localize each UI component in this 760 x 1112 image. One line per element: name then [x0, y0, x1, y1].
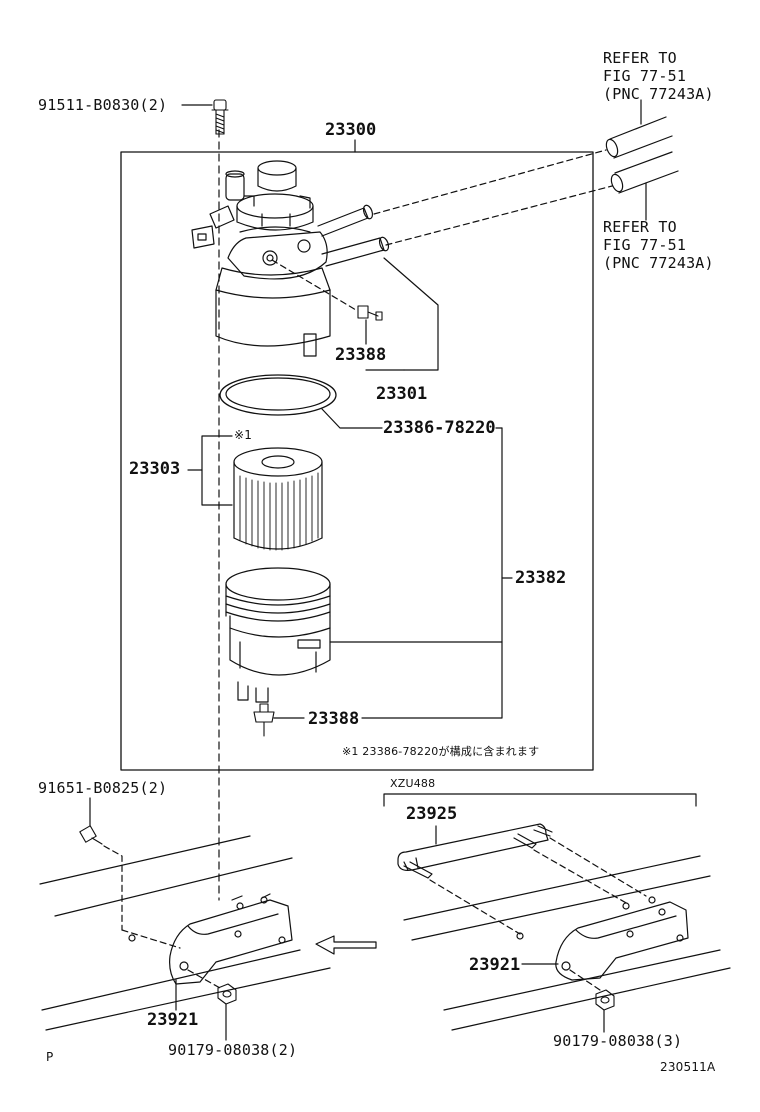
leader-23386	[321, 408, 383, 429]
label-90179-right: 90179-08038(3)	[553, 1032, 683, 1050]
label-page-code: P	[46, 1050, 54, 1064]
hose-upper	[605, 116, 673, 159]
label-23301: 23301	[376, 384, 428, 404]
nut-90179-left	[217, 983, 237, 1005]
dash-stud-a	[429, 879, 521, 935]
dash-stud-b	[533, 849, 629, 905]
label-90179-left: 90179-08038(2)	[168, 1041, 298, 1059]
frame-rail-right	[403, 855, 731, 1031]
bracket-23921-right	[516, 896, 689, 981]
bracket-23921-left	[128, 893, 293, 985]
filter-head-23301	[191, 160, 390, 357]
refer-top-line-1: REFER TO	[603, 49, 677, 67]
bolt-91511	[211, 99, 229, 135]
frame-rail-left	[39, 835, 331, 1031]
dash-bracket-nut-left	[187, 969, 221, 989]
label-91511: 91511-B0830(2)	[38, 96, 168, 114]
refer-bottom-line-2: FIG 77-51	[603, 236, 687, 254]
label-91651: 91651-B0825(2)	[38, 779, 168, 797]
bolt-91651	[79, 825, 103, 845]
label-figure-code: 230511A	[660, 1060, 716, 1074]
xzu-bracket	[383, 793, 697, 807]
label-23388-top: 23388	[335, 345, 387, 365]
plug-23388-top	[357, 305, 383, 321]
refer-top-line-3: (PNC 77243A)	[603, 85, 714, 103]
o-ring-23386	[219, 374, 337, 416]
bracket-23382	[361, 427, 503, 719]
filter-bowl-23382	[225, 567, 331, 703]
dash-stud-c	[549, 837, 647, 897]
dash-hose-lower	[385, 185, 613, 246]
refer-top-line-2: FIG 77-51	[603, 67, 687, 85]
dash-bracket-nut-right	[569, 969, 601, 991]
refer-bottom-line-3: (PNC 77243A)	[603, 254, 714, 272]
direction-arrow	[315, 935, 377, 955]
label-23386: 23386-78220	[383, 418, 496, 438]
refer-bottom-line-1: REFER TO	[603, 218, 677, 236]
label-note-mark: ※1	[234, 428, 253, 442]
dash-head-plug	[271, 259, 357, 311]
label-xzu488: XZU488	[390, 777, 436, 790]
label-23925: 23925	[406, 804, 458, 824]
label-23300: 23300	[325, 120, 377, 140]
label-23921-left: 23921	[147, 1010, 199, 1030]
label-23388-bottom: 23388	[308, 709, 360, 729]
label-23382: 23382	[515, 568, 567, 588]
hose-lower	[610, 151, 679, 194]
nut-90179-right	[595, 989, 615, 1011]
dash-hose-upper	[373, 149, 607, 215]
label-23921-right: 23921	[469, 955, 521, 975]
plug-23388-bottom	[253, 703, 275, 737]
spacer-plate-23925	[397, 823, 553, 879]
label-note: ※1 23386-78220が構成に含まれます	[342, 745, 540, 758]
filter-element-23303	[233, 447, 323, 551]
bracket-23303	[201, 435, 233, 506]
assembly-frame	[120, 151, 594, 771]
dash-bolt-left	[103, 845, 123, 931]
leader-23301	[383, 257, 439, 371]
label-23303: 23303	[129, 459, 181, 479]
